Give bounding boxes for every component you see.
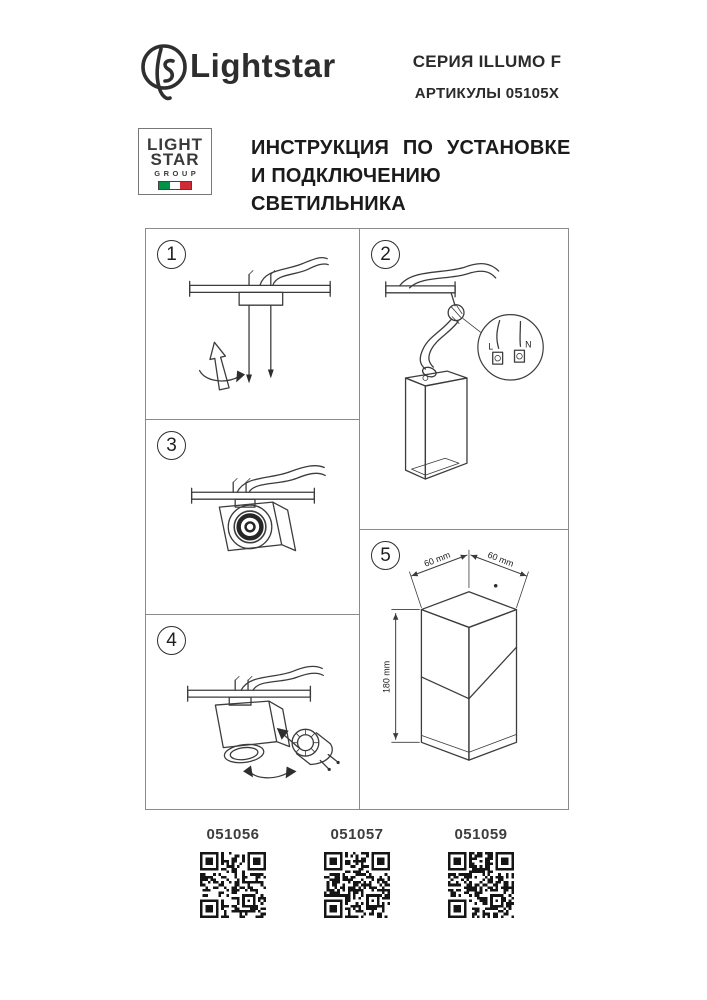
qr-code-051059 <box>448 852 514 918</box>
step-number-5: 5 <box>371 541 400 570</box>
qr-item-3: 051059 <box>433 826 529 918</box>
series-label: СЕРИЯ ILLUMO F <box>412 52 562 71</box>
qr-code-051056 <box>200 852 266 918</box>
title-line-2: И ПОДКЛЮЧЕНИЮ СВЕТИЛЬНИКА <box>251 165 441 215</box>
italian-flag-icon <box>158 180 192 190</box>
step5-dimensions-illustration: 60 mm 60 mm 180 mm <box>382 550 529 761</box>
articles-label: АРТИКУЛЫ 05105X <box>414 85 560 102</box>
step-number-1: 1 <box>157 240 186 269</box>
qr-section: 051056 051057 051059 <box>145 826 569 918</box>
qr-label-1: 051056 <box>206 826 260 843</box>
step2-wiring-illustration: L N <box>385 262 544 480</box>
step-panel-3: 3 <box>145 419 360 615</box>
step-number-2: 2 <box>371 240 400 269</box>
svg-text:L: L <box>488 341 493 351</box>
step1-mounting-illustration <box>189 257 331 391</box>
header-right: СЕРИЯ ILLUMO F АРТИКУЛЫ 05105X <box>397 52 577 102</box>
qr-label-3: 051059 <box>454 826 508 843</box>
step-panel-1: 1 <box>145 228 360 420</box>
step-number-3: 3 <box>157 431 186 460</box>
lightstar-logo-icon <box>141 44 187 101</box>
instruction-grid: 1 3 <box>145 228 569 810</box>
brand-wordmark: Lightstar <box>190 47 336 84</box>
svg-text:180 mm: 180 mm <box>382 661 392 693</box>
step4-lamp-insert-illustration <box>187 665 340 779</box>
step3-fixture-illustration <box>190 465 326 552</box>
lightstar-group-logo: LIGHT STAR GROUP <box>138 128 212 195</box>
step-panel-5: 5 60 mm 60 mm 180 mm <box>359 529 569 810</box>
qr-label-2: 051057 <box>330 826 384 843</box>
qr-code-051057 <box>324 852 390 918</box>
qr-item-1: 051056 <box>185 826 281 918</box>
group-logo-light: LIGHT <box>147 134 203 154</box>
step-panel-4: 4 <box>145 614 360 810</box>
step-number-4: 4 <box>157 626 186 655</box>
svg-text:N: N <box>525 339 531 349</box>
title-line-1: ИНСТРУКЦИЯ ПО УСТАНОВКЕ <box>251 137 571 159</box>
page-title: ИНСТРУКЦИЯ ПО УСТАНОВКЕ И ПОДКЛЮЧЕНИЮ СВ… <box>251 134 581 218</box>
qr-item-2: 051057 <box>309 826 405 918</box>
step-panel-2: 2 L N <box>359 228 569 530</box>
group-logo-group: GROUP <box>154 168 200 178</box>
group-logo-star: STAR <box>150 149 200 169</box>
